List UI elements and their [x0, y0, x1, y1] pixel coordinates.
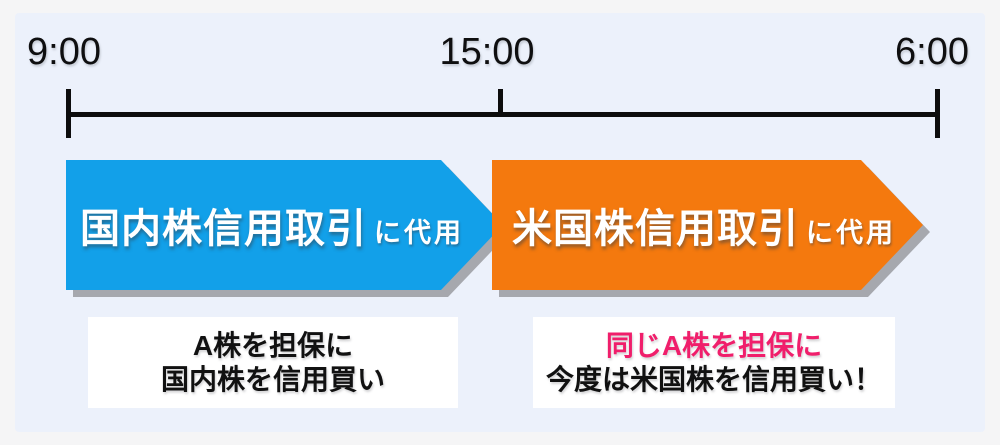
note-domestic-line2: 国内株を信用買い [160, 363, 385, 395]
note-us-line1: 同じA株を担保に [605, 329, 823, 361]
timeline-tick-end [935, 89, 940, 138]
arrow-us-title: 米国株信用取引 [512, 207, 799, 251]
timeline-panel: 9:00 15:00 6:00 国内株信用取引 に代用 米国株信用取引 に代用 [15, 13, 985, 432]
arrow-domestic-title: 国内株信用取引 [80, 207, 367, 251]
note-domestic: A株を担保に 国内株を信用買い [88, 317, 458, 408]
note-us-line2: 今度は米国株を信用買い！ [545, 363, 882, 395]
arrow-us-suffix: に代用 [806, 218, 896, 248]
time-label-market-open: 9:00 [27, 31, 101, 73]
time-label-market-close: 15:00 [439, 31, 535, 73]
arrow-domestic-label: 国内株信用取引 に代用 [80, 196, 464, 254]
timeline-tick-start [66, 89, 71, 138]
arrow-us-label: 米国株信用取引 に代用 [512, 196, 896, 254]
arrow-domestic-suffix: に代用 [374, 218, 464, 248]
arrow-domestic-margin: 国内株信用取引 に代用 [66, 160, 503, 290]
time-label-us-close: 6:00 [895, 31, 969, 73]
timeline-axis [66, 112, 940, 117]
timeline-tick-mid [498, 89, 503, 117]
arrow-us-margin: 米国株信用取引 に代用 [492, 160, 923, 290]
note-domestic-line1: A株を担保に [192, 329, 354, 361]
arrow-us-shape: 米国株信用取引 に代用 [492, 160, 923, 290]
arrow-domestic-shape: 国内株信用取引 に代用 [66, 160, 503, 290]
note-us: 同じA株を担保に 今度は米国株を信用買い！ [533, 317, 895, 408]
